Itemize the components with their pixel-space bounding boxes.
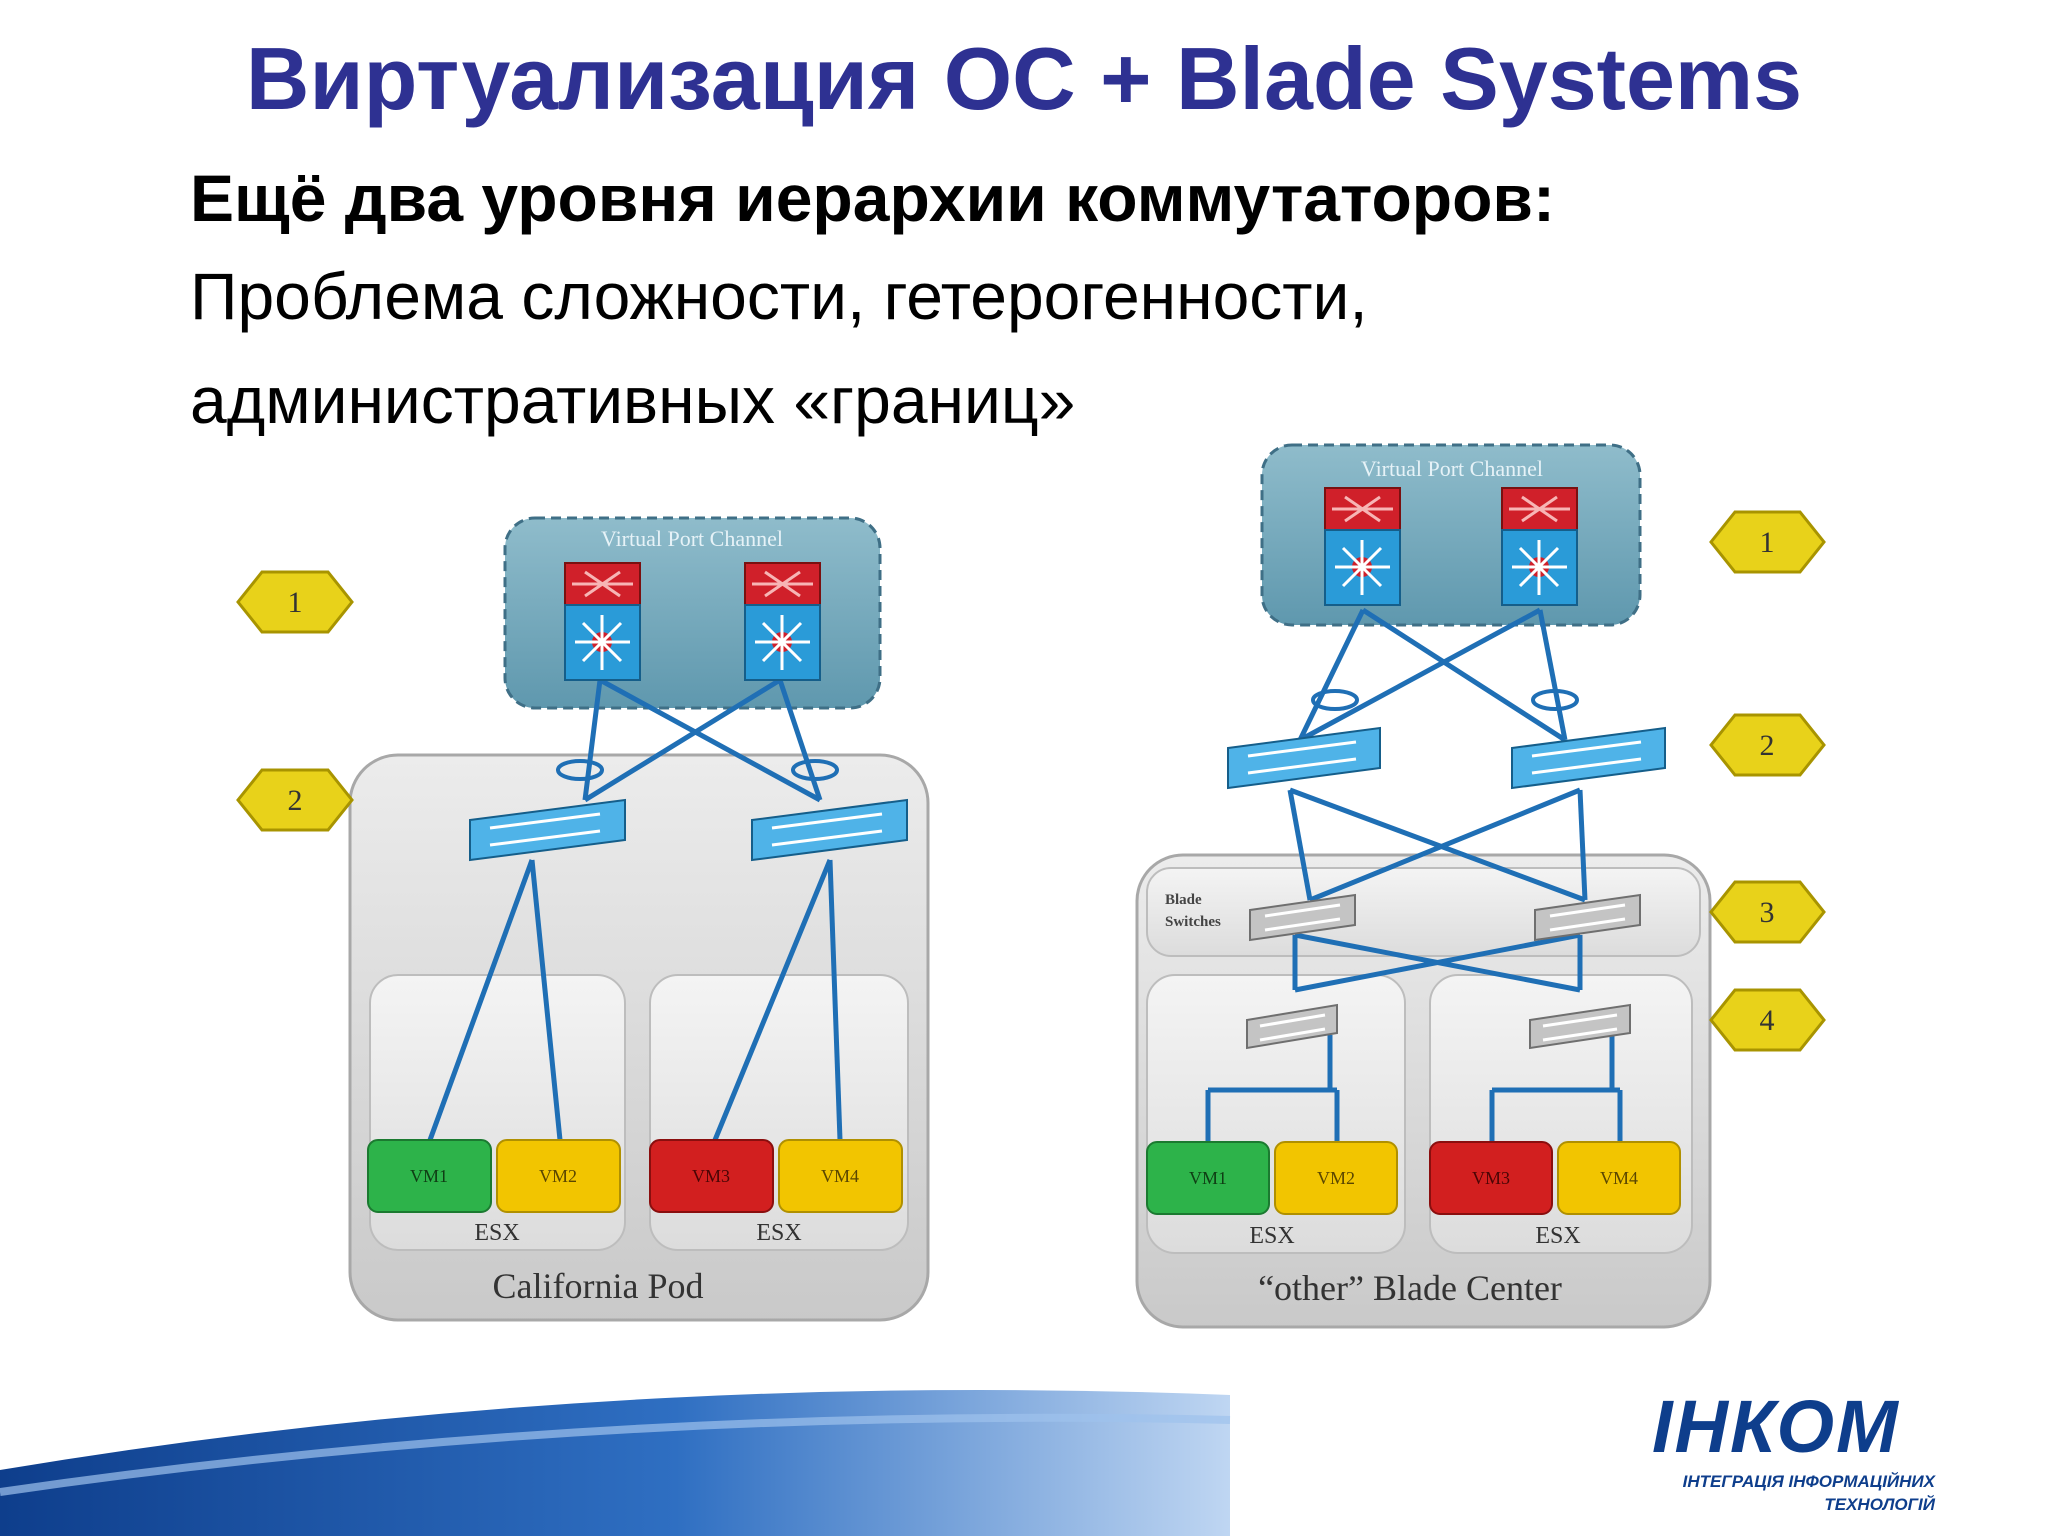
logo-tagline-2: ТЕХНОЛОГІЙ	[1824, 1494, 1935, 1514]
right-core-switch-b	[1501, 487, 1578, 606]
right-level-4-badge	[1709, 988, 1826, 1052]
blade-center-label: “other” Blade Center	[1258, 1268, 1562, 1308]
left-vm3-label: VM3	[692, 1166, 730, 1186]
california-pod-label: California Pod	[493, 1266, 704, 1306]
right-level-4-label: 4	[1760, 1004, 1775, 1037]
blade-switches-label-line2: Switches	[1165, 914, 1221, 930]
left-vpc-label: Virtual Port Channel	[601, 526, 783, 551]
left-esx-a-label: ESX	[474, 1220, 519, 1246]
right-links	[1205, 607, 1623, 1142]
left-vm2-label: VM2	[539, 1166, 577, 1186]
slide-text-line-1: Проблема сложности, гетерогенности,	[190, 259, 1368, 333]
left-port-channel-a	[556, 759, 604, 781]
left-access-switch-b	[751, 798, 908, 862]
right-core-switch-a	[1324, 487, 1401, 606]
right-port-channel-a	[1311, 689, 1359, 711]
logo-tagline-1: ІНТЕГРАЦІЯ ІНФОРМАЦІЙНИХ	[1683, 1471, 1937, 1491]
blade-switch-a	[1249, 893, 1356, 942]
right-vm4-box	[1557, 1141, 1681, 1215]
right-vm2-box	[1274, 1141, 1398, 1215]
left-port-channel-b	[791, 759, 839, 781]
slide-title: Виртуализация ОС + Blade Systems	[245, 29, 1803, 128]
left-vm3-box	[649, 1139, 774, 1213]
slide-text-line-2: административных «границ»	[190, 363, 1076, 437]
right-access-switch-a	[1227, 726, 1381, 790]
host-vswitch-b	[1529, 1003, 1631, 1050]
right-level-3-badge	[1709, 880, 1826, 944]
left-links	[427, 677, 843, 1141]
left-level-1-badge	[236, 570, 354, 634]
left-access-switch-a	[469, 798, 626, 862]
right-port-channel-b	[1531, 689, 1579, 711]
left-level-2-label: 2	[288, 784, 303, 817]
right-vm3-box	[1429, 1141, 1553, 1215]
blade-switch-b	[1534, 893, 1641, 942]
logo-name: ІНКОМ	[1652, 1385, 1900, 1468]
left-core-switch-a	[564, 562, 641, 681]
inkom-logo: ІНКОМ ІНТЕГРАЦІЯ ІНФОРМАЦІЙНИХ ТЕХНОЛОГІ…	[1652, 1385, 1937, 1514]
host-vswitch-a	[1246, 1003, 1338, 1050]
right-level-1-badge	[1709, 510, 1826, 574]
slide-subtitle: Ещё два уровня иерархии коммутаторов:	[190, 161, 1555, 235]
left-vm4-label: VM4	[821, 1166, 859, 1186]
right-vm3-label: VM3	[1472, 1168, 1510, 1188]
left-esx-b-label: ESX	[756, 1220, 801, 1246]
left-vm4-box	[778, 1139, 903, 1213]
blade-switches-label-line1: Blade	[1165, 892, 1202, 908]
right-diagram: Virtual Port Channel Blade Switches VM1 …	[1135, 443, 1826, 1329]
right-level-2-badge	[1709, 713, 1826, 777]
left-vm2-box	[496, 1139, 621, 1213]
right-vm4-label: VM4	[1600, 1168, 1638, 1188]
right-esx-b-label: ESX	[1535, 1223, 1580, 1249]
left-vm1-box	[367, 1139, 492, 1213]
right-level-3-label: 3	[1760, 896, 1775, 929]
left-vm1-label: VM1	[410, 1166, 448, 1186]
left-level-1-label: 1	[288, 586, 303, 619]
left-diagram: Virtual Port Channel VM1 VM2 VM3 VM4 ESX…	[236, 516, 930, 1322]
right-level-2-label: 2	[1760, 729, 1775, 762]
right-access-switch-b	[1511, 726, 1666, 790]
right-level-1-label: 1	[1760, 526, 1775, 559]
right-esx-a-label: ESX	[1249, 1223, 1294, 1249]
left-level-2-badge	[236, 768, 354, 832]
right-vm1-box	[1146, 1141, 1270, 1215]
right-vm2-label: VM2	[1317, 1168, 1355, 1188]
right-vpc-label: Virtual Port Channel	[1361, 456, 1543, 481]
right-vm1-label: VM1	[1189, 1168, 1227, 1188]
footer-band	[0, 1390, 1230, 1536]
footer-band-highlight	[0, 1413, 1231, 1496]
left-core-switch-b	[744, 562, 821, 681]
